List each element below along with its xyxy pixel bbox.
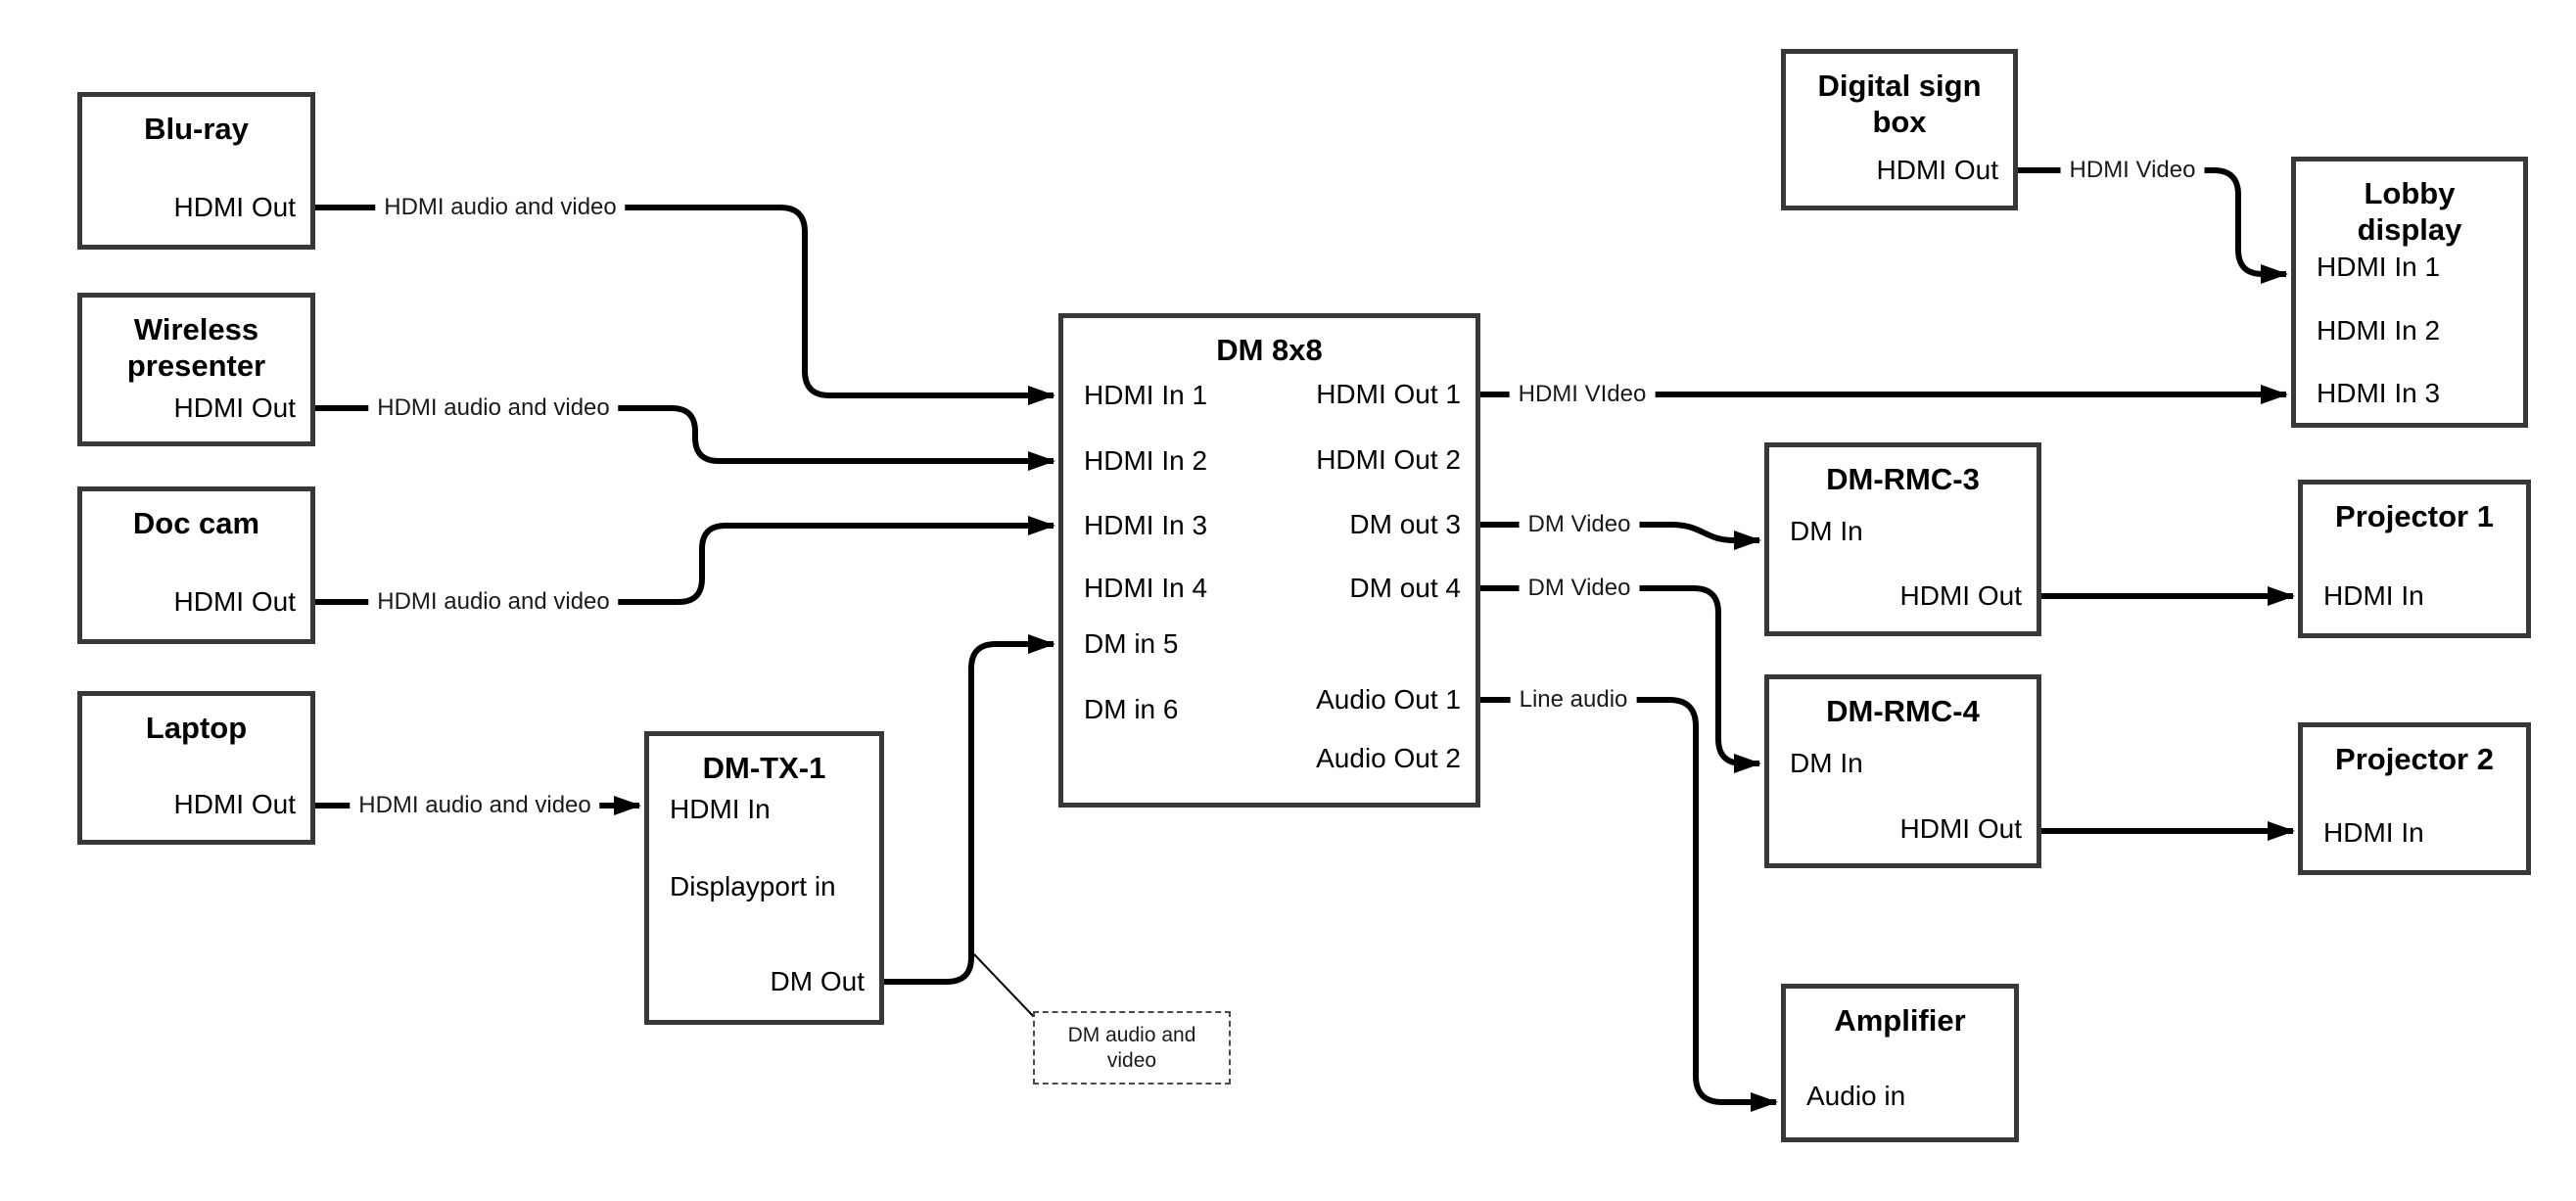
edge-signbox-to-lobby-hdmi-in-1: [2018, 167, 2288, 284]
port-projector-1-hdmi-in: HDMI In: [2323, 580, 2424, 611]
node-title-projector-2: Projector 2: [2335, 742, 2494, 776]
port-dm-rmc-3-hdmi-out: HDMI Out: [1899, 580, 2022, 611]
edge-label-dm8x8-audio-out-1-to-amplifier: Line audio: [1510, 685, 1637, 715]
callout-dm-audio-and-video: DM audio and video: [1033, 1011, 1231, 1085]
node-dm-rmc-3: DM-RMC-3 DM In HDMI Out: [1764, 442, 2041, 636]
node-title-dm-rmc-4: DM-RMC-4: [1826, 694, 1980, 728]
port-dm-8x8-hdmi-in-1: HDMI In 1: [1084, 380, 1208, 410]
port-dm-8x8-dm-out-4: DM out 4: [1349, 573, 1461, 603]
edge-label-doccam-to-dm8x8-hdmi-in-3: HDMI audio and video: [368, 587, 619, 617]
node-title-laptop: Laptop: [145, 711, 248, 745]
port-dm-8x8-audio-out-1: Audio Out 1: [1316, 684, 1461, 715]
port-blu-ray-hdmi-out: HDMI Out: [173, 192, 296, 222]
port-lobby-display-hdmi-in-3: HDMI In 3: [2317, 378, 2441, 408]
edge-label-dm8x8-hdmi-out-1-to-lobby-hdmi-in-3: HDMI VIdeo: [1509, 380, 1656, 409]
edge-label-wireless-to-dm8x8-hdmi-in-2: HDMI audio and video: [368, 393, 619, 423]
port-dm-8x8-hdmi-out-2: HDMI Out 2: [1316, 444, 1461, 475]
edge-label-signbox-to-lobby-hdmi-in-1: HDMI Video: [2060, 156, 2205, 185]
port-dm-rmc-4-dm-in: DM In: [1790, 748, 1863, 778]
node-title-amplifier: Amplifier: [1834, 1003, 1966, 1038]
node-title-wireless-presenter: Wireless presenter: [126, 312, 266, 383]
port-dm-tx-1-hdmi-in: HDMI In: [670, 794, 771, 824]
edge-dm8x8-dm-out-4-to-rmc4-dm-in: [1480, 585, 1761, 773]
port-dm-8x8-dm-in-5: DM in 5: [1084, 628, 1179, 659]
edge-dm8x8-audio-out-1-to-amplifier: [1480, 697, 1778, 1112]
node-title-digital-sign-box: Digital sign box: [1817, 69, 1982, 139]
node-dm-rmc-4: DM-RMC-4 DM In HDMI Out: [1764, 674, 2041, 868]
node-projector-2: Projector 2 HDMI In: [2298, 722, 2531, 875]
edge-wireless-to-dm8x8-hdmi-in-2: [312, 405, 1055, 471]
port-dm-8x8-hdmi-in-4: HDMI In 4: [1084, 573, 1208, 603]
node-title-dm-tx-1: DM-TX-1: [702, 751, 826, 785]
node-title-lobby-display: Lobby display: [2357, 176, 2462, 247]
port-dm-8x8-hdmi-in-2: HDMI In 2: [1084, 445, 1208, 476]
port-digital-sign-box-hdmi-out: HDMI Out: [1876, 155, 1998, 185]
edge-label-dm8x8-dm-out-4-to-rmc4-dm-in: DM Video: [1519, 574, 1640, 603]
port-dm-8x8-dm-in-6: DM in 6: [1084, 694, 1179, 724]
node-projector-1: Projector 1 HDMI In: [2298, 480, 2531, 638]
port-dm-rmc-4-hdmi-out: HDMI Out: [1899, 813, 2022, 844]
port-lobby-display-hdmi-in-1: HDMI In 1: [2317, 252, 2441, 282]
edge-label-laptop-to-dmtx1-hdmi-in: HDMI audio and video: [350, 791, 600, 820]
port-dm-tx-1-displayport-in: Displayport in: [670, 871, 836, 901]
port-doc-cam-hdmi-out: HDMI Out: [173, 586, 296, 617]
port-dm-8x8-hdmi-in-3: HDMI In 3: [1084, 510, 1208, 540]
edge-label-dm8x8-dm-out-3-to-rmc3-dm-in: DM Video: [1519, 510, 1640, 539]
port-dm-tx-1-dm-out: DM Out: [770, 966, 865, 996]
edge-label-bluray-to-dm8x8-hdmi-in-1: HDMI audio and video: [375, 193, 626, 222]
node-title-projector-1: Projector 1: [2335, 499, 2494, 533]
port-amplifier-audio-in: Audio in: [1806, 1081, 1906, 1111]
node-title-doc-cam: Doc cam: [132, 506, 260, 540]
node-title-dm-8x8: DM 8x8: [1216, 333, 1323, 367]
port-dm-rmc-3-dm-in: DM In: [1790, 516, 1863, 546]
node-title-blu-ray: Blu-ray: [144, 112, 249, 146]
port-projector-2-hdmi-in: HDMI In: [2323, 817, 2424, 848]
edge-doccam-to-dm8x8-hdmi-in-3: [312, 516, 1055, 605]
callout-leader-line: [973, 953, 1037, 1020]
port-dm-8x8-audio-out-2: Audio Out 2: [1316, 743, 1461, 773]
port-lobby-display-hdmi-in-2: HDMI In 2: [2317, 315, 2441, 346]
port-dm-8x8-dm-out-3: DM out 3: [1349, 509, 1461, 539]
port-dm-8x8-hdmi-out-1: HDMI Out 1: [1316, 379, 1461, 409]
edge-bluray-to-dm8x8-hdmi-in-1: [312, 205, 1055, 405]
port-wireless-presenter-hdmi-out: HDMI Out: [173, 393, 296, 423]
edge-dmtx1-dmout-to-dm8x8-dm-in-5: [884, 634, 1055, 985]
edge-dm8x8-dm-out-3-to-rmc3-dm-in: [1480, 522, 1761, 550]
port-laptop-hdmi-out: HDMI Out: [173, 789, 296, 819]
node-title-dm-rmc-3: DM-RMC-3: [1826, 462, 1980, 496]
